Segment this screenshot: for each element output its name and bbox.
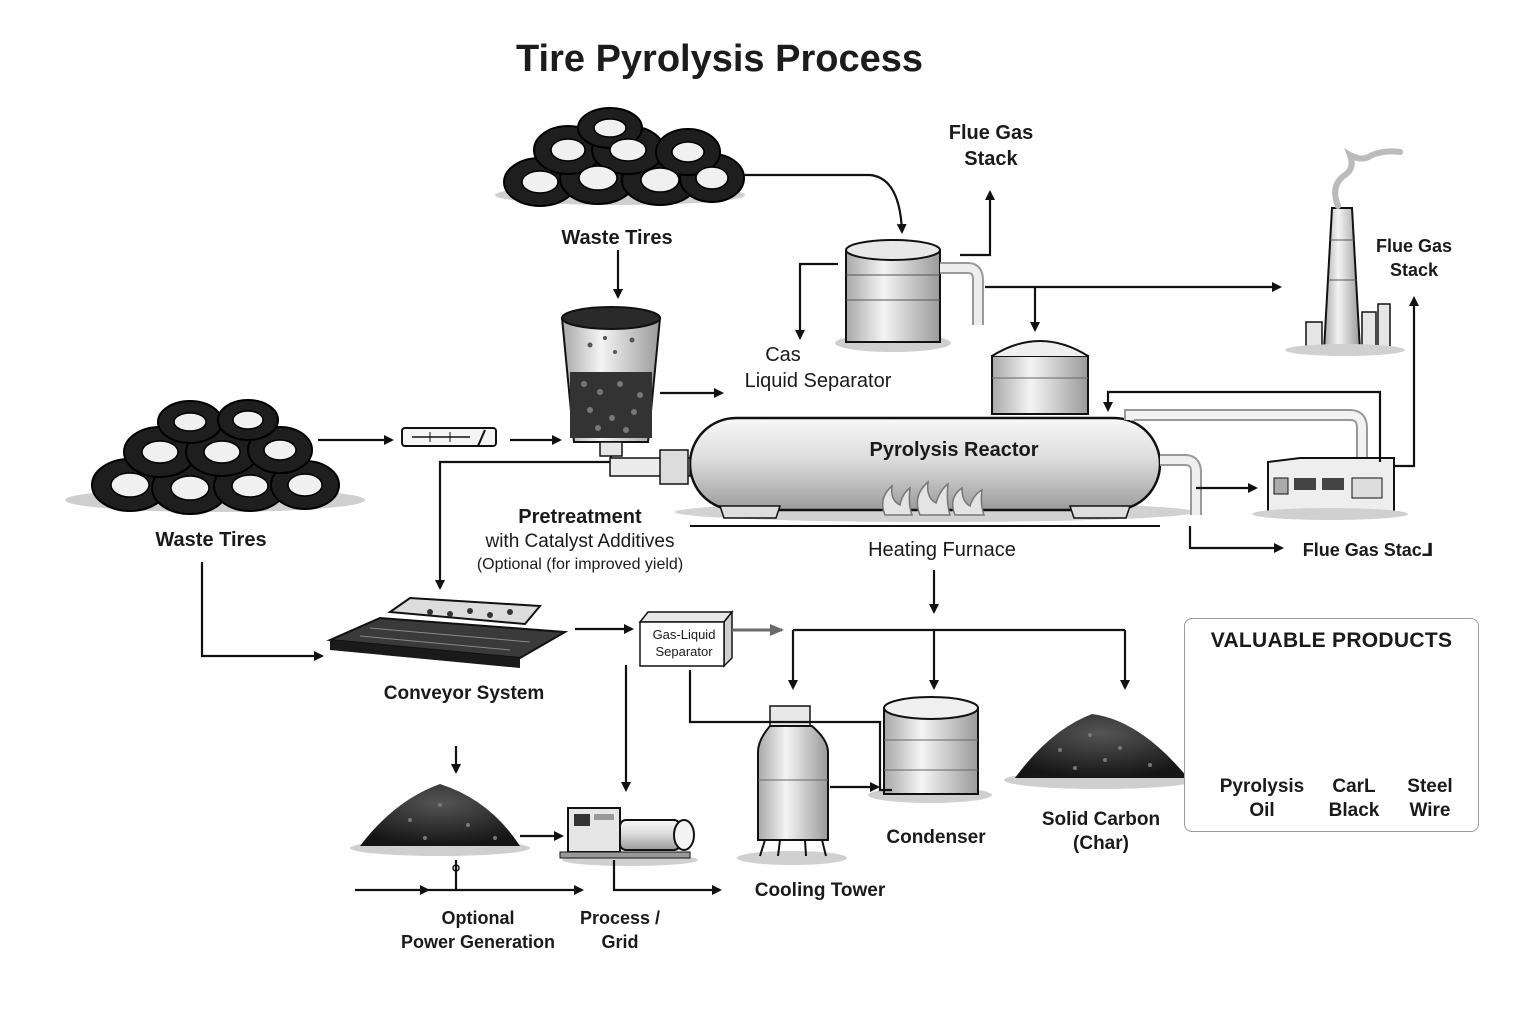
label-line: Separator bbox=[655, 644, 713, 659]
label-line: Flue Gas bbox=[1375, 236, 1453, 256]
receiver-tank bbox=[991, 340, 1089, 415]
gas-liquid-separator-top-unit bbox=[835, 239, 984, 352]
label-flue-gas-stack-top: Flue Gas Stack bbox=[949, 120, 1033, 172]
label-line: Gas-Liquid bbox=[652, 627, 716, 642]
product-steel-wire: Steel Wire bbox=[1407, 775, 1452, 823]
label-waste-tires-top: Waste Tires bbox=[561, 227, 673, 249]
label-line: Wire bbox=[1409, 800, 1451, 821]
tire-pile-top bbox=[495, 107, 745, 207]
control-building bbox=[1252, 457, 1408, 520]
label-line: Pyrolysis bbox=[1219, 776, 1305, 797]
shredder-unit bbox=[401, 427, 497, 447]
generator-unit bbox=[559, 807, 698, 866]
label-line: Solid Carbon bbox=[1041, 809, 1161, 830]
label-pretreatment: Pretreatment with Catalyst Additives (Op… bbox=[477, 504, 683, 576]
cooling-tower-unit bbox=[737, 705, 847, 865]
pretreatment-hopper bbox=[560, 306, 662, 475]
label-line: Pretreatment bbox=[518, 506, 642, 528]
label-line: Steel bbox=[1407, 776, 1453, 797]
smoke-stack bbox=[1285, 148, 1405, 356]
label-line: CarL bbox=[1332, 776, 1376, 797]
label-optional-power: Optional Power Generation bbox=[401, 906, 555, 954]
label-line: Liquid Separator bbox=[744, 370, 892, 392]
label-conveyor-system: Conveyor System bbox=[383, 683, 545, 704]
label-line: Stack bbox=[964, 148, 1018, 170]
label-line: Grid bbox=[601, 932, 639, 952]
label-solid-carbon: Solid Carbon (Char) bbox=[1042, 808, 1160, 856]
label-flue-gas-stack-right: Flue Gas Stack bbox=[1376, 234, 1452, 282]
pyrolysis-reactor-unit bbox=[609, 409, 1368, 527]
label-line: Process / bbox=[579, 908, 661, 928]
label-line: Flue Gas bbox=[948, 122, 1034, 144]
label-line: with Catalyst Additives bbox=[485, 531, 675, 552]
label-line: Oil bbox=[1249, 800, 1275, 821]
product-carbon-black: CarL Black bbox=[1329, 775, 1380, 823]
label-pyrolysis-reactor: Pyrolysis Reactor bbox=[869, 439, 1039, 461]
label-heating-furnace: Heating Furnace bbox=[868, 539, 1016, 561]
label-cooling-tower: Cooling Tower bbox=[754, 880, 886, 901]
tire-pile-left bbox=[65, 399, 365, 515]
label-flue-gas-stack-bottom: Flue Gas Stac⅃ bbox=[1302, 540, 1434, 560]
furnace-flames bbox=[881, 480, 986, 516]
flow-arrows bbox=[200, 173, 1419, 895]
label-line: Cas bbox=[765, 344, 801, 366]
label-gas-liquid-separator-box: Gas-Liquid Separator bbox=[653, 626, 716, 660]
residue-pile bbox=[350, 784, 530, 856]
gas-liquid-separator-box bbox=[638, 609, 734, 668]
label-line: Stack bbox=[1389, 260, 1439, 280]
label-line: Power Generation bbox=[400, 932, 556, 952]
conveyor-unit bbox=[326, 596, 569, 668]
carbon-pile bbox=[1004, 714, 1196, 789]
label-line: (Optional (for improved yield) bbox=[476, 556, 684, 573]
valuable-products-panel: VALUABLE PRODUCTS bbox=[1184, 618, 1479, 832]
valuable-products-heading: VALUABLE PRODUCTS bbox=[1210, 629, 1453, 652]
page-title: Tire Pyrolysis Process bbox=[516, 38, 923, 80]
label-line: Optional bbox=[441, 908, 515, 928]
product-pyrolysis-oil: Pyrolysis Oil bbox=[1220, 775, 1305, 823]
label-waste-tires-left: Waste Tires bbox=[155, 529, 267, 551]
label-line: Black bbox=[1328, 800, 1380, 821]
label-process-grid: Process / Grid bbox=[580, 906, 660, 954]
junction-dot bbox=[452, 864, 460, 872]
condenser-unit bbox=[868, 696, 992, 803]
label-condenser: Condenser bbox=[886, 827, 986, 848]
label-line: (Char) bbox=[1073, 833, 1129, 854]
label-gas-liquid-separator-top: Cas Liquid Separator bbox=[745, 342, 892, 394]
